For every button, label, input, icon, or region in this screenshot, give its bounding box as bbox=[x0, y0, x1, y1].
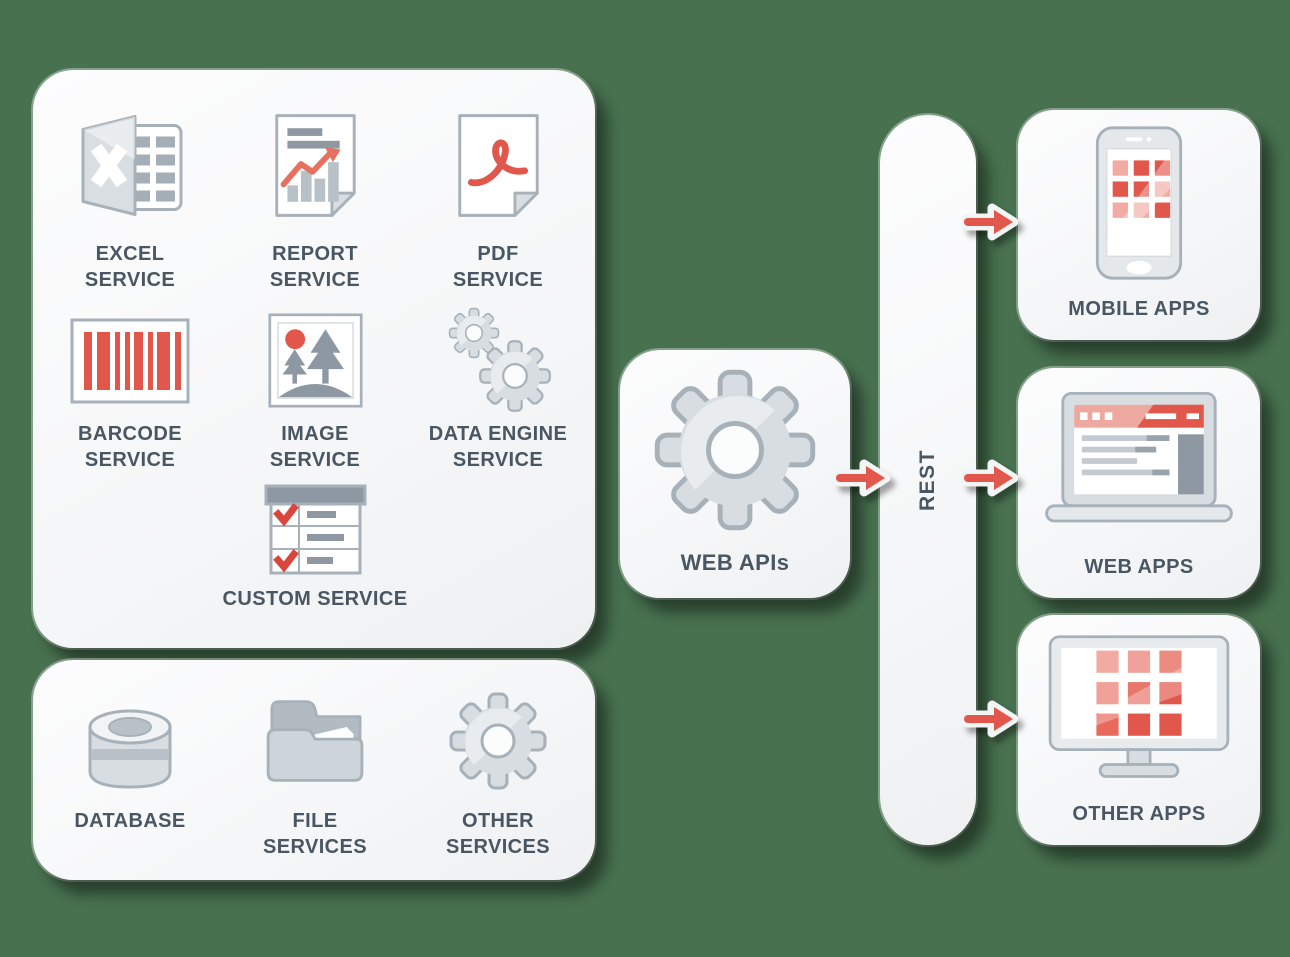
arrow-rest-to-web-apps bbox=[962, 456, 1020, 500]
rest-bar: REST bbox=[880, 115, 976, 845]
report-document-icon bbox=[225, 98, 405, 233]
arrow-rest-to-mobile-apps bbox=[962, 200, 1020, 244]
service-label-custom: CUSTOM SERVICE bbox=[222, 588, 408, 610]
other-apps-box: OTHER APPS bbox=[1018, 615, 1260, 845]
service-label-image: IMAGE SERVICE bbox=[269, 423, 361, 471]
image-picture-icon bbox=[225, 308, 405, 413]
checklist-table-icon bbox=[145, 482, 485, 578]
service-label-report: REPORT SERVICE bbox=[269, 243, 361, 291]
arrow-webapis-to-rest bbox=[834, 456, 892, 500]
service-label-excel: EXCEL SERVICE bbox=[84, 243, 176, 291]
web-apps-label: WEB APPS bbox=[1084, 556, 1194, 578]
storage-label-file-services: FILE SERVICES bbox=[263, 810, 367, 858]
database-cylinder-icon bbox=[40, 682, 220, 800]
excel-document-icon bbox=[40, 98, 220, 233]
services-panel: EXCEL SERVICE bbox=[33, 70, 595, 648]
storage-cell-file-services: FILE SERVICES bbox=[225, 682, 405, 860]
storage-label-other-services: OTHER SERVICES bbox=[446, 810, 550, 858]
service-label-data-engine: DATA ENGINE SERVICE bbox=[428, 423, 568, 471]
storage-label-database: DATABASE bbox=[74, 810, 186, 832]
desktop-monitor-icon bbox=[1018, 615, 1260, 801]
service-cell-report: REPORT SERVICE bbox=[225, 98, 405, 293]
pdf-document-icon bbox=[408, 98, 588, 233]
web-apis-label: WEB APIs bbox=[680, 550, 790, 576]
web-apps-box: WEB APPS bbox=[1018, 368, 1260, 598]
service-cell-custom: CUSTOM SERVICE bbox=[145, 482, 485, 612]
laptop-browser-icon bbox=[1018, 368, 1260, 554]
rest-label: REST bbox=[915, 448, 939, 512]
storage-cell-other-services: OTHER SERVICES bbox=[408, 682, 588, 860]
gear-icon bbox=[620, 350, 850, 549]
barcode-icon bbox=[40, 308, 220, 413]
web-apis-box: WEB APIs bbox=[620, 350, 850, 598]
mobile-apps-box: MOBILE APPS bbox=[1018, 110, 1260, 340]
service-cell-pdf: PDF SERVICE bbox=[408, 98, 588, 293]
service-cell-excel: EXCEL SERVICE bbox=[40, 98, 220, 293]
service-cell-barcode: BARCODE SERVICE bbox=[40, 308, 220, 473]
service-label-barcode: BARCODE SERVICE bbox=[78, 423, 182, 471]
smartphone-icon bbox=[1018, 110, 1260, 296]
other-apps-label: OTHER APPS bbox=[1072, 803, 1206, 825]
service-cell-data-engine: DATA ENGINE SERVICE bbox=[408, 307, 588, 473]
folder-icon bbox=[225, 682, 405, 800]
double-gear-icon bbox=[408, 307, 588, 413]
service-label-pdf: PDF SERVICE bbox=[452, 243, 544, 291]
gear-icon bbox=[408, 682, 588, 800]
storage-panel: DATABASE FILE SERVICES OTHER SERVICES bbox=[33, 660, 595, 880]
mobile-apps-label: MOBILE APPS bbox=[1068, 298, 1210, 320]
service-cell-image: IMAGE SERVICE bbox=[225, 308, 405, 473]
storage-cell-database: DATABASE bbox=[40, 682, 220, 834]
arrow-rest-to-other-apps bbox=[962, 697, 1020, 741]
